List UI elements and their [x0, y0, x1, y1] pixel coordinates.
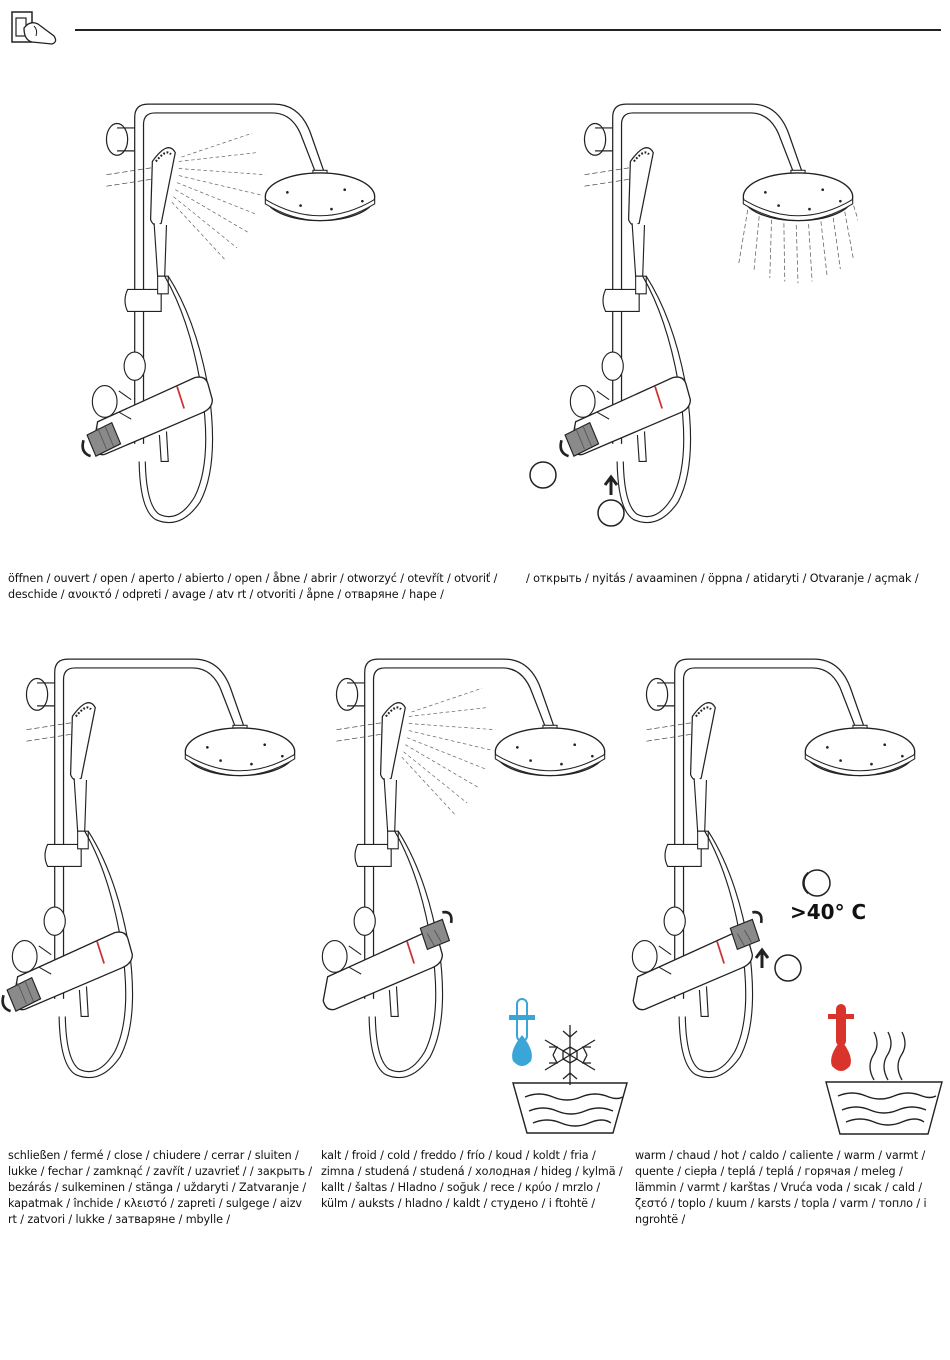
hot-symbol: [825, 1004, 943, 1135]
cold-symbol: [509, 998, 628, 1134]
temperature-label: >40° C: [790, 900, 867, 924]
hot-water-basin-icon: [825, 1081, 943, 1135]
steam-icon: [869, 1031, 906, 1081]
figure-open-hand-shower: [81, 103, 376, 524]
hand-turning-knob-icon: [11, 11, 57, 45]
caption-cold: kalt / froid / cold / freddo / frío / ko…: [321, 1149, 623, 1210]
caption-close: schließen / fermé / close / chiudere / c…: [8, 1149, 313, 1226]
caption-warm: warm / chaud / hot / caldo / caliente / …: [635, 1149, 927, 1226]
figure-close: [1, 658, 296, 1079]
water-basin-icon: [512, 1082, 628, 1134]
header-rule: [75, 29, 941, 31]
step-circles-warm: [754, 871, 808, 982]
step-circle-warm-top: [803, 869, 831, 897]
snowflake-icon: [544, 1025, 596, 1085]
caption-open-2: / открыть / nyitás / avaaminen / öppna /…: [526, 572, 919, 585]
step-circles-open: [529, 461, 625, 527]
caption-open-1: öffnen / ouvert / open / aperto / abiert…: [8, 572, 498, 601]
cold-thermometer-icon: [509, 998, 535, 1066]
hot-thermometer-icon: [828, 1004, 854, 1071]
